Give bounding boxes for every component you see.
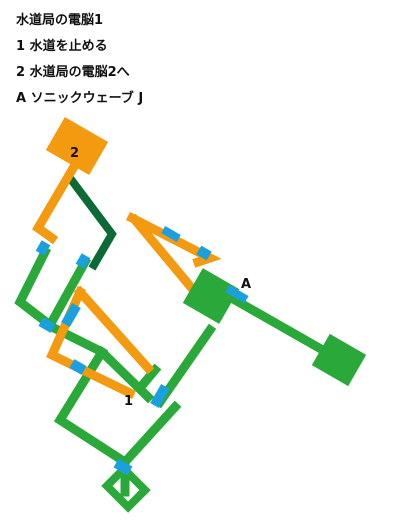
orange-path-top <box>32 163 79 245</box>
orange-path-to-a <box>128 213 207 305</box>
gate-2 <box>75 253 91 269</box>
gates <box>35 226 249 476</box>
legend-item-a: A ソニックウェーブ J <box>16 91 144 106</box>
gate-1 <box>35 240 51 256</box>
marker-a: A <box>241 277 251 292</box>
legend-panel: 水道局の電脳1 1 水道を止める 2 水道局の電脳2へ A ソニックウェーブ J <box>16 8 143 112</box>
gate-8 <box>161 226 181 242</box>
gate-9 <box>196 245 212 261</box>
dark-green-path <box>64 172 117 271</box>
room-a <box>182 268 240 324</box>
gate-7 <box>113 458 133 476</box>
green-loop-box <box>101 463 151 513</box>
gate-6 <box>150 383 170 409</box>
green-path-stub <box>138 363 162 389</box>
map-title: 水道局の電脳1 <box>16 13 104 28</box>
orange-path-diagonal <box>73 285 155 375</box>
green-paths <box>14 245 342 497</box>
green-path-lower <box>118 400 182 469</box>
legend-item-2: 2 水道局の電脳2へ <box>16 65 130 80</box>
green-path-right <box>221 289 342 364</box>
room-2 <box>45 117 109 175</box>
gate-10 <box>225 285 249 303</box>
green-path-left <box>14 245 92 332</box>
marker-1: 1 <box>124 394 133 409</box>
marker-2: 2 <box>70 146 79 161</box>
orange-path-upper <box>125 211 222 268</box>
gate-5 <box>69 359 87 375</box>
legend-item-1: 1 水道を止める <box>16 39 108 54</box>
room-end <box>311 333 367 387</box>
gate-4 <box>61 302 81 328</box>
gate-3 <box>38 317 56 333</box>
